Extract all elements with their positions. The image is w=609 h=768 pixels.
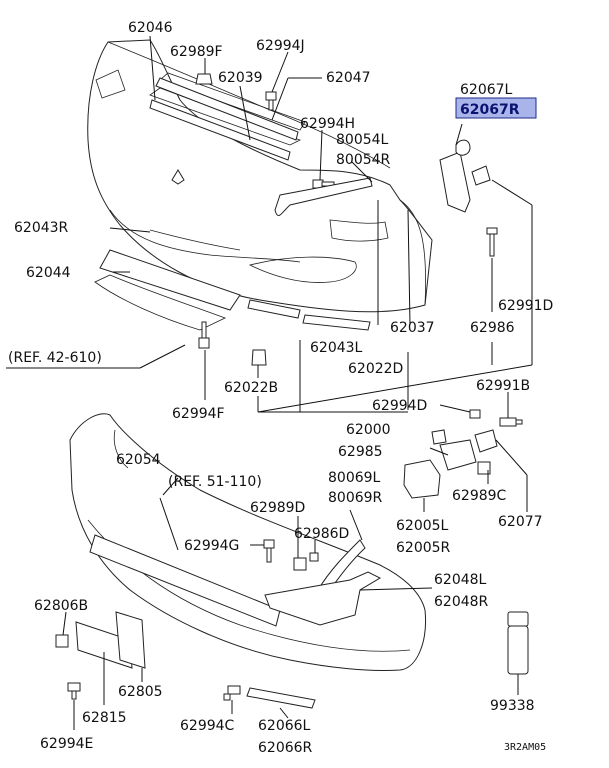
label-62067L[interactable]: 62067L bbox=[460, 82, 513, 98]
label-62054[interactable]: 62054 bbox=[116, 452, 161, 468]
label-80069L[interactable]: 80069L bbox=[328, 470, 381, 486]
label-62037[interactable]: 62037 bbox=[390, 320, 435, 336]
label-62991B[interactable]: 62991B bbox=[476, 378, 530, 394]
part-62077 bbox=[474, 429, 498, 453]
label-62048L[interactable]: 62048L bbox=[434, 572, 487, 588]
grille-rail bbox=[149, 77, 299, 161]
label-80054R[interactable]: 80054R bbox=[336, 152, 391, 168]
plate-bracket bbox=[75, 611, 146, 669]
bolt-62994E bbox=[67, 682, 81, 700]
label-80054L[interactable]: 80054L bbox=[336, 132, 389, 148]
label-62077[interactable]: 62077 bbox=[498, 514, 543, 530]
strip-80054 bbox=[274, 177, 373, 217]
label-62994G[interactable]: 62994G bbox=[184, 538, 239, 554]
label-62989F[interactable]: 62989F bbox=[170, 44, 223, 60]
label-62991D[interactable]: 62991D bbox=[498, 298, 553, 314]
bolt-62986 bbox=[486, 227, 498, 257]
side-strip-62043L bbox=[247, 299, 371, 331]
label-62806B[interactable]: 62806B bbox=[34, 598, 88, 614]
label-62067R[interactable]: 62067R bbox=[460, 102, 520, 118]
label-62994J[interactable]: 62994J bbox=[256, 38, 305, 54]
label-62005R[interactable]: 62005R bbox=[396, 540, 451, 556]
bolt-62986D bbox=[309, 552, 319, 562]
label-62005L[interactable]: 62005L bbox=[396, 518, 449, 534]
label-62805[interactable]: 62805 bbox=[118, 684, 163, 700]
bracket-62067 bbox=[439, 139, 491, 213]
label-62022B[interactable]: 62022B bbox=[224, 380, 278, 396]
bolt-62994F bbox=[198, 321, 210, 349]
label-62043R[interactable]: 62043R bbox=[14, 220, 69, 236]
label-62039[interactable]: 62039 bbox=[218, 70, 263, 86]
bolt-62994G bbox=[263, 539, 275, 563]
label-62046[interactable]: 62046 bbox=[128, 20, 173, 36]
label-62066L[interactable]: 62066L bbox=[258, 718, 311, 734]
paint-bottle-99338 bbox=[507, 611, 529, 675]
label-62815[interactable]: 62815 bbox=[82, 710, 127, 726]
label-62043L[interactable]: 62043L bbox=[310, 340, 363, 356]
label-62986D[interactable]: 62986D bbox=[294, 526, 349, 542]
bolt-62994J bbox=[265, 91, 277, 111]
label-62066R[interactable]: 62066R bbox=[258, 740, 313, 756]
leader-lines bbox=[6, 35, 533, 730]
label-62048R[interactable]: 62048R bbox=[434, 594, 489, 610]
bolt-62994D bbox=[469, 409, 481, 419]
clip-62022B bbox=[251, 349, 267, 366]
diagram-code: 3R2AM05 bbox=[504, 742, 546, 753]
label-99338[interactable]: 99338 bbox=[490, 698, 535, 714]
label-62047[interactable]: 62047 bbox=[326, 70, 371, 86]
label-62044[interactable]: 62044 bbox=[26, 265, 71, 281]
plate-62985 bbox=[431, 429, 477, 471]
label-62986[interactable]: 62986 bbox=[470, 320, 515, 336]
label-ref-51-110[interactable]: (REF. 51-110) bbox=[168, 474, 262, 490]
clip-62989F bbox=[195, 73, 213, 85]
clip-62989D bbox=[293, 557, 307, 571]
label-62022D[interactable]: 62022D bbox=[348, 361, 403, 377]
lower-undercover bbox=[94, 249, 241, 331]
part-labels: 62046 62989F 62994J 62039 62047 62067L 6… bbox=[8, 20, 553, 756]
label-80069R[interactable]: 80069R bbox=[328, 490, 383, 506]
label-62994H[interactable]: 62994H bbox=[300, 116, 355, 132]
strip-62066 bbox=[246, 687, 316, 709]
label-62994C[interactable]: 62994C bbox=[180, 718, 235, 734]
bolt-62991B bbox=[499, 417, 523, 427]
highlight-62067R bbox=[455, 97, 537, 119]
label-62000[interactable]: 62000 bbox=[346, 422, 391, 438]
clip-62806B bbox=[55, 634, 69, 648]
clip-62989C bbox=[477, 461, 491, 475]
label-62989C[interactable]: 62989C bbox=[452, 488, 507, 504]
label-ref-42-610[interactable]: (REF. 42-610) bbox=[8, 350, 102, 366]
label-62985[interactable]: 62985 bbox=[338, 444, 383, 460]
bracket-62005 bbox=[403, 459, 441, 499]
label-62994F[interactable]: 62994F bbox=[172, 406, 225, 422]
label-62989D[interactable]: 62989D bbox=[250, 500, 305, 516]
bolt-62994C bbox=[223, 685, 241, 701]
label-62994D[interactable]: 62994D bbox=[372, 398, 427, 414]
label-62994E[interactable]: 62994E bbox=[40, 736, 93, 752]
